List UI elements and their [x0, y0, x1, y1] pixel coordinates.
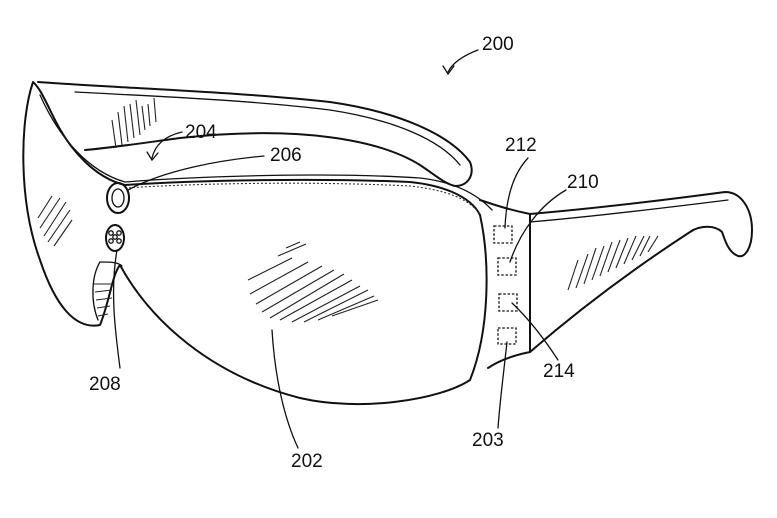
ref-label-206: 206 [270, 145, 302, 166]
ref-label-208: 208 [89, 374, 121, 395]
ref-label-200: 200 [482, 34, 514, 55]
ref-label-203: 203 [472, 430, 504, 451]
ref-label-204: 204 [185, 122, 217, 143]
camera-ring [107, 183, 129, 213]
far-temple-arm [38, 82, 472, 186]
near-temple-arm [530, 192, 752, 352]
sensor-mesh [106, 225, 124, 251]
ref-label-202: 202 [291, 451, 323, 472]
hatch-nose-wrap [94, 284, 112, 316]
ref-label-210: 210 [567, 172, 599, 193]
ref-label-212: 212 [505, 135, 537, 156]
leader-lines [114, 50, 566, 448]
ref-label-214: 214 [543, 361, 575, 382]
hatch-far-temple [112, 98, 156, 148]
lens-brow-seam [125, 183, 480, 214]
hatch-lens-main [248, 242, 378, 322]
hatch-lens-left [38, 196, 72, 246]
lens-outline [23, 82, 486, 404]
hinge-pads [494, 226, 517, 344]
